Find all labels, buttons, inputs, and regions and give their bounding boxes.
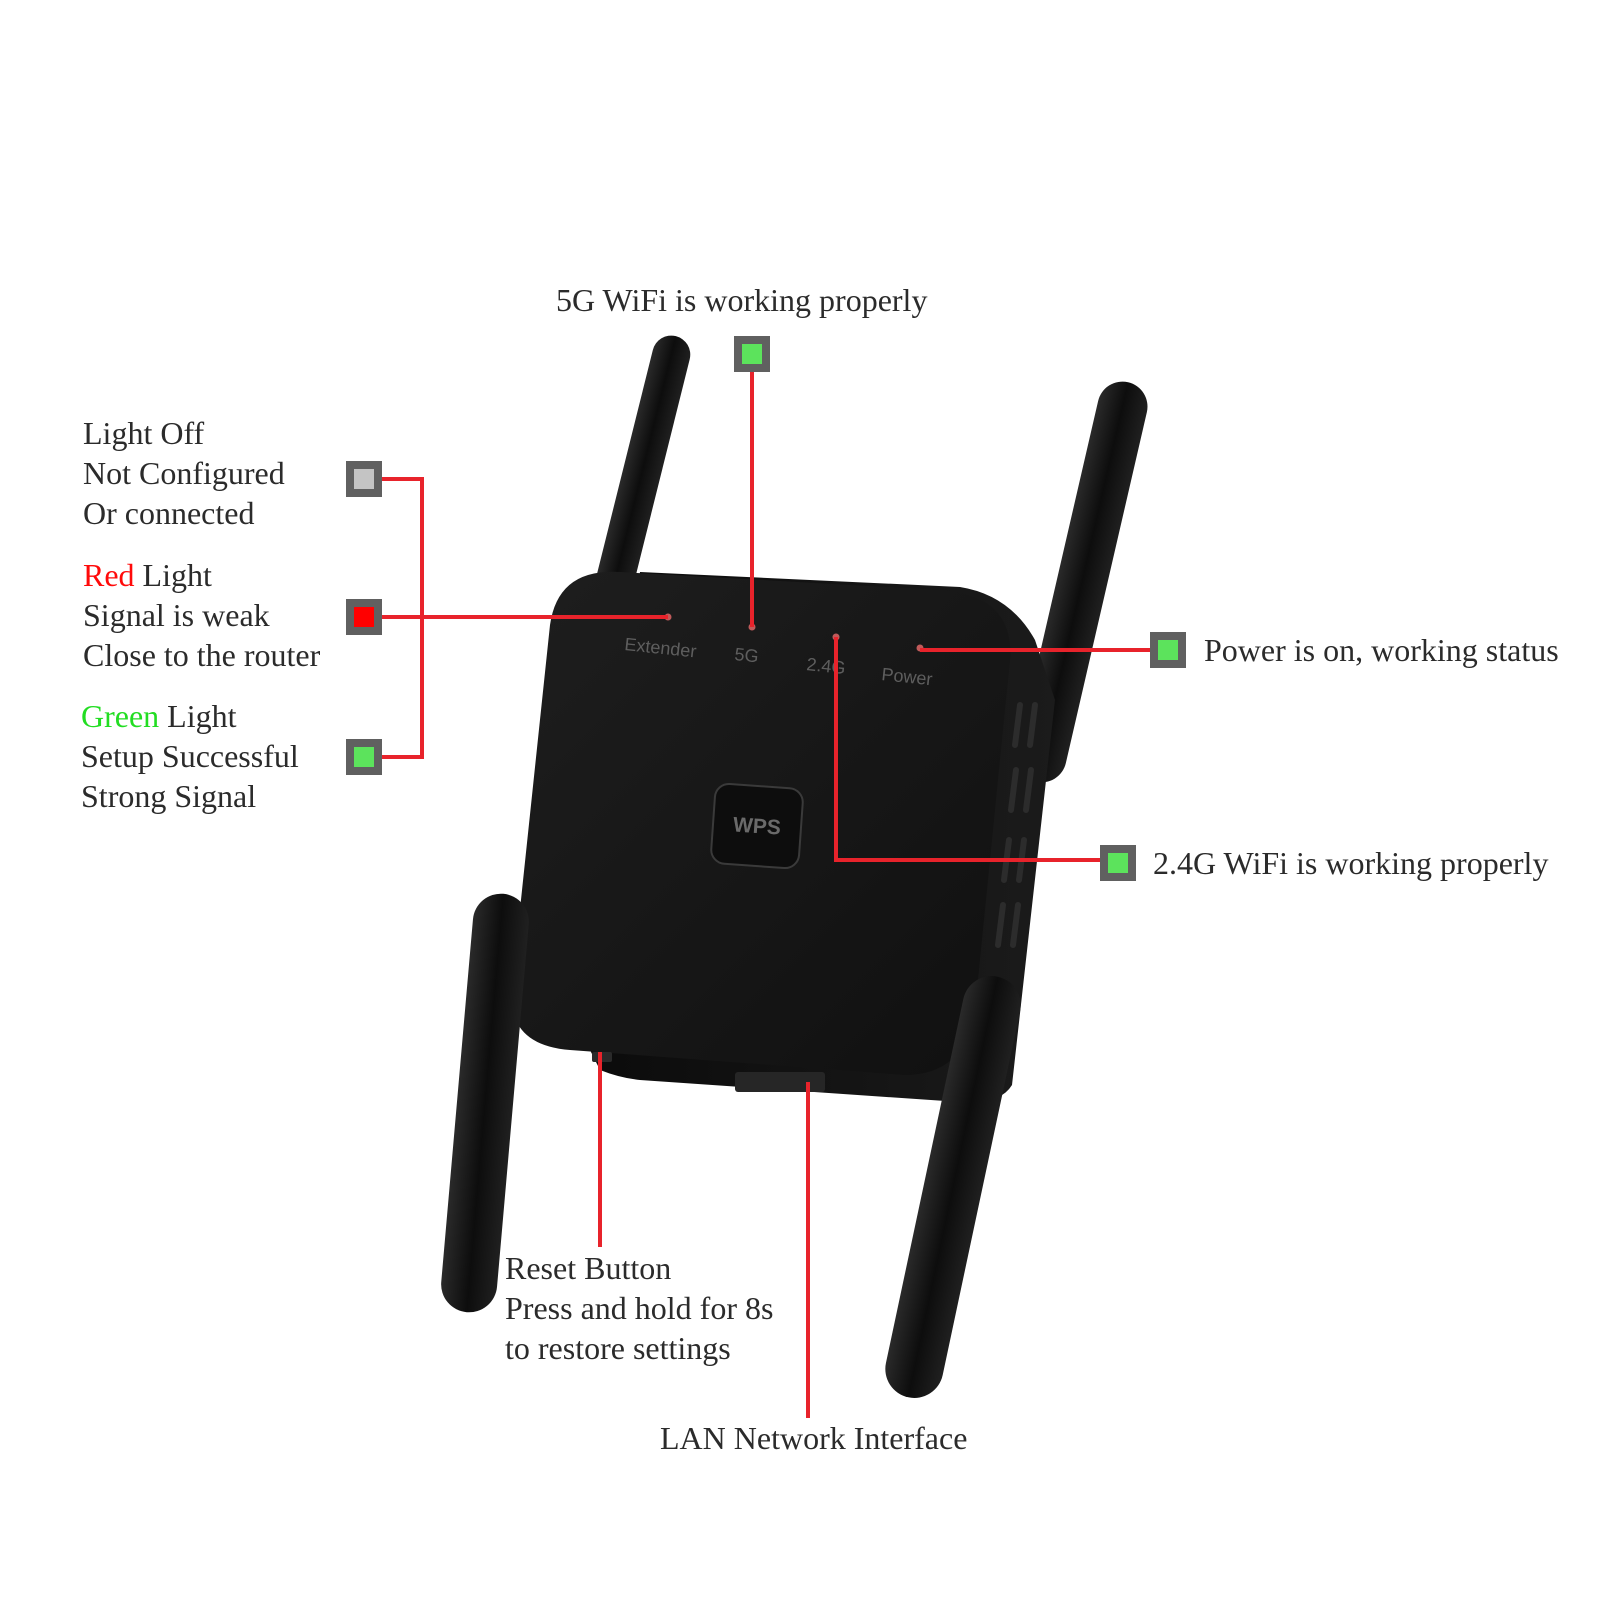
indicator-power [1150,632,1186,668]
extender-body: Extender 5G 2.4G Power WPS [511,571,1055,1103]
legend-red-line3: Close to the router [83,637,321,673]
legend-red-word: Light [134,557,212,593]
annotation-reset-line2: Press and hold for 8s [505,1290,774,1326]
indicator-green [346,739,382,775]
annotation-24g-wifi: 2.4G WiFi is working properly [1153,845,1549,881]
annotation-reset-block: Reset Button Press and hold for 8s to re… [505,1248,773,1368]
antenna-back-right [1016,381,1148,783]
legend-green-block: Green Light Setup Successful Strong Sign… [81,696,299,816]
indicator-24g [1100,845,1136,881]
legend-green-line2: Setup Successful [81,738,299,774]
legend-red-line1: Red Light [83,555,320,595]
indicator-off [346,461,382,497]
annotation-reset-line3: to restore settings [505,1330,731,1366]
legend-green-color-word: Green [81,698,160,734]
antenna-back-left [593,335,691,609]
callout-lines [382,372,1150,1418]
legend-red-color-word: Red [83,557,135,593]
indicator-red [346,599,382,635]
annotation-power: Power is on, working status [1204,632,1559,668]
antenna-front-left [441,893,529,1313]
legend-off-block: Light Off Not Configured Or connected [83,413,285,533]
legend-red-line2: Signal is weak [83,597,270,633]
legend-off-line2: Not Configured [83,455,285,491]
wps-button[interactable]: WPS [710,782,804,870]
wps-label: WPS [732,813,781,839]
led-label-5g: 5G [734,644,760,666]
legend-off-line3: Or connected [83,495,255,531]
annotation-lan: LAN Network Interface [660,1420,968,1456]
lan-port [735,1072,825,1092]
legend-off-line1: Light Off [83,415,205,451]
callout-24g-line [834,637,1100,862]
legend-red-block: Red Light Signal is weak Close to the ro… [83,555,320,675]
legend-green-line1: Green Light [81,696,299,736]
led-label-24g: 2.4G [806,654,847,678]
annotation-reset-line1: Reset Button [505,1250,672,1286]
antenna-front-right [885,976,1021,1398]
legend-green-line3: Strong Signal [81,778,257,814]
legend-green-word: Light [159,698,237,734]
annotation-5g-wifi: 5G WiFi is working properly [556,282,928,318]
indicator-5g [734,336,770,372]
